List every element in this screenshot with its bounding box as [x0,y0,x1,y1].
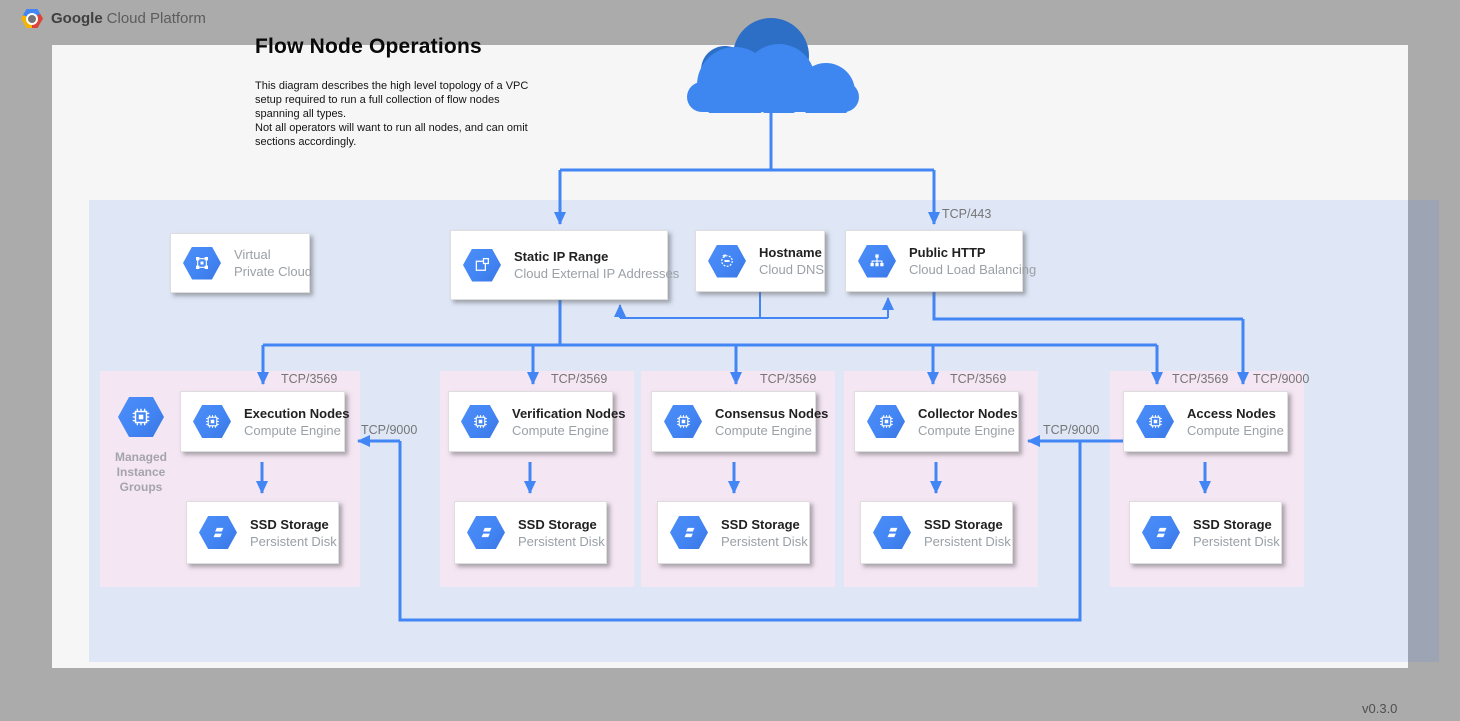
collector-ssd-title: SSD Storage [924,516,1003,532]
managed-instance-groups-label: Managed Instance Groups [114,450,167,494]
verification-nodes-card: Verification Nodes Compute Engine [448,391,625,461]
consensus-nodes-title: Consensus Nodes [715,405,829,421]
virtual-private-cloud-card: Virtual Private Cloud [170,233,313,293]
static-ip-subtitle: Cloud External IP Addresses [514,266,680,281]
persistent-disk-icon [1142,516,1180,549]
vpc-card-line2: Private Cloud [234,264,313,279]
access-ssd-subtitle: Persistent Disk [1193,533,1280,549]
persistent-disk-icon [670,516,708,549]
access-nodes-card: Access Nodes Compute Engine [1123,391,1297,461]
collector-ssd-card: SSD Storage Persistent Disk [860,501,1022,573]
verification-ssd-title: SSD Storage [518,516,597,532]
managed-instance-groups-icon [118,397,164,437]
persistent-disk-icon [467,516,505,549]
collector-nodes-card: Collector Nodes Compute Engine [854,391,1028,461]
verification-ssd-subtitle: Persistent Disk [518,533,605,549]
collector-ssd-subtitle: Persistent Disk [924,533,1011,549]
port-label-verification-tcp3569: TCP/3569 [551,372,608,386]
access-nodes-title: Access Nodes [1187,405,1276,421]
load-balancer-icon [858,244,896,278]
persistent-disk-icon [199,516,237,549]
google-cloud-logo-icon [21,9,43,28]
port-label-collector-tcp9000: TCP/9000 [1043,423,1100,437]
collector-nodes-title: Collector Nodes [918,405,1018,421]
persistent-disk-icon [873,516,911,549]
compute-engine-icon [193,405,231,438]
hostname-title: Hostname [759,245,822,260]
static-ip-title: Static IP Range [514,249,609,264]
public-http-card: Public HTTP Cloud Load Balancing [845,230,1036,292]
cloud-dns-icon [708,244,746,278]
verification-nodes-subtitle: Compute Engine [512,422,609,438]
static-ip-range-card: Static IP Range Cloud External IP Addres… [450,230,679,309]
port-label-execution-tcp3569: TCP/3569 [281,372,338,386]
verification-nodes-title: Verification Nodes [512,405,626,421]
public-http-title: Public HTTP [909,245,986,260]
version-label: v0.3.0 [1362,701,1398,716]
vpc-icon [183,246,221,280]
hostname-subtitle: Cloud DNS [759,262,825,277]
port-label-access-tcp3569: TCP/3569 [1172,372,1229,386]
access-ssd-card: SSD Storage Persistent Disk [1129,501,1291,573]
compute-engine-icon [664,405,702,438]
port-label-execution-tcp9000: TCP/9000 [361,423,418,437]
execution-nodes-title: Execution Nodes [244,405,350,421]
compute-engine-icon [1136,405,1174,438]
consensus-nodes-card: Consensus Nodes Compute Engine [651,391,828,461]
vpc-card-line1: Virtual [234,247,271,262]
access-nodes-subtitle: Compute Engine [1187,422,1284,438]
access-ssd-title: SSD Storage [1193,516,1272,532]
consensus-nodes-subtitle: Compute Engine [715,422,812,438]
hostname-card: Hostname Cloud DNS [695,230,825,292]
port-label-consensus-tcp3569: TCP/3569 [760,372,817,386]
public-http-subtitle: Cloud Load Balancing [909,262,1037,277]
execution-ssd-title: SSD Storage [250,516,329,532]
consensus-ssd-card: SSD Storage Persistent Disk [657,501,819,573]
verification-ssd-card: SSD Storage Persistent Disk [454,501,616,573]
page-description: This diagram describes the high level to… [255,80,529,148]
brand-google: Google [51,10,103,27]
page-title: Flow Node Operations [255,35,482,58]
port-label-access-tcp9000: TCP/9000 [1253,372,1310,386]
compute-engine-icon [461,405,499,438]
execution-ssd-subtitle: Persistent Disk [250,533,337,549]
execution-nodes-card: Execution Nodes Compute Engine [180,391,354,461]
external-ip-icon [463,248,501,282]
collector-nodes-subtitle: Compute Engine [918,422,1015,438]
managed-instance-groups-badge: Managed Instance Groups [96,397,186,495]
consensus-ssd-subtitle: Persistent Disk [721,533,808,549]
consensus-ssd-title: SSD Storage [721,516,800,532]
port-label-tcp443: TCP/443 [942,207,992,221]
execution-ssd-card: SSD Storage Persistent Disk [186,501,348,573]
execution-nodes-subtitle: Compute Engine [244,422,341,438]
compute-engine-icon [867,405,905,438]
brand-cloud-platform: Cloud Platform [106,10,206,27]
port-label-collector-tcp3569: TCP/3569 [950,372,1007,386]
